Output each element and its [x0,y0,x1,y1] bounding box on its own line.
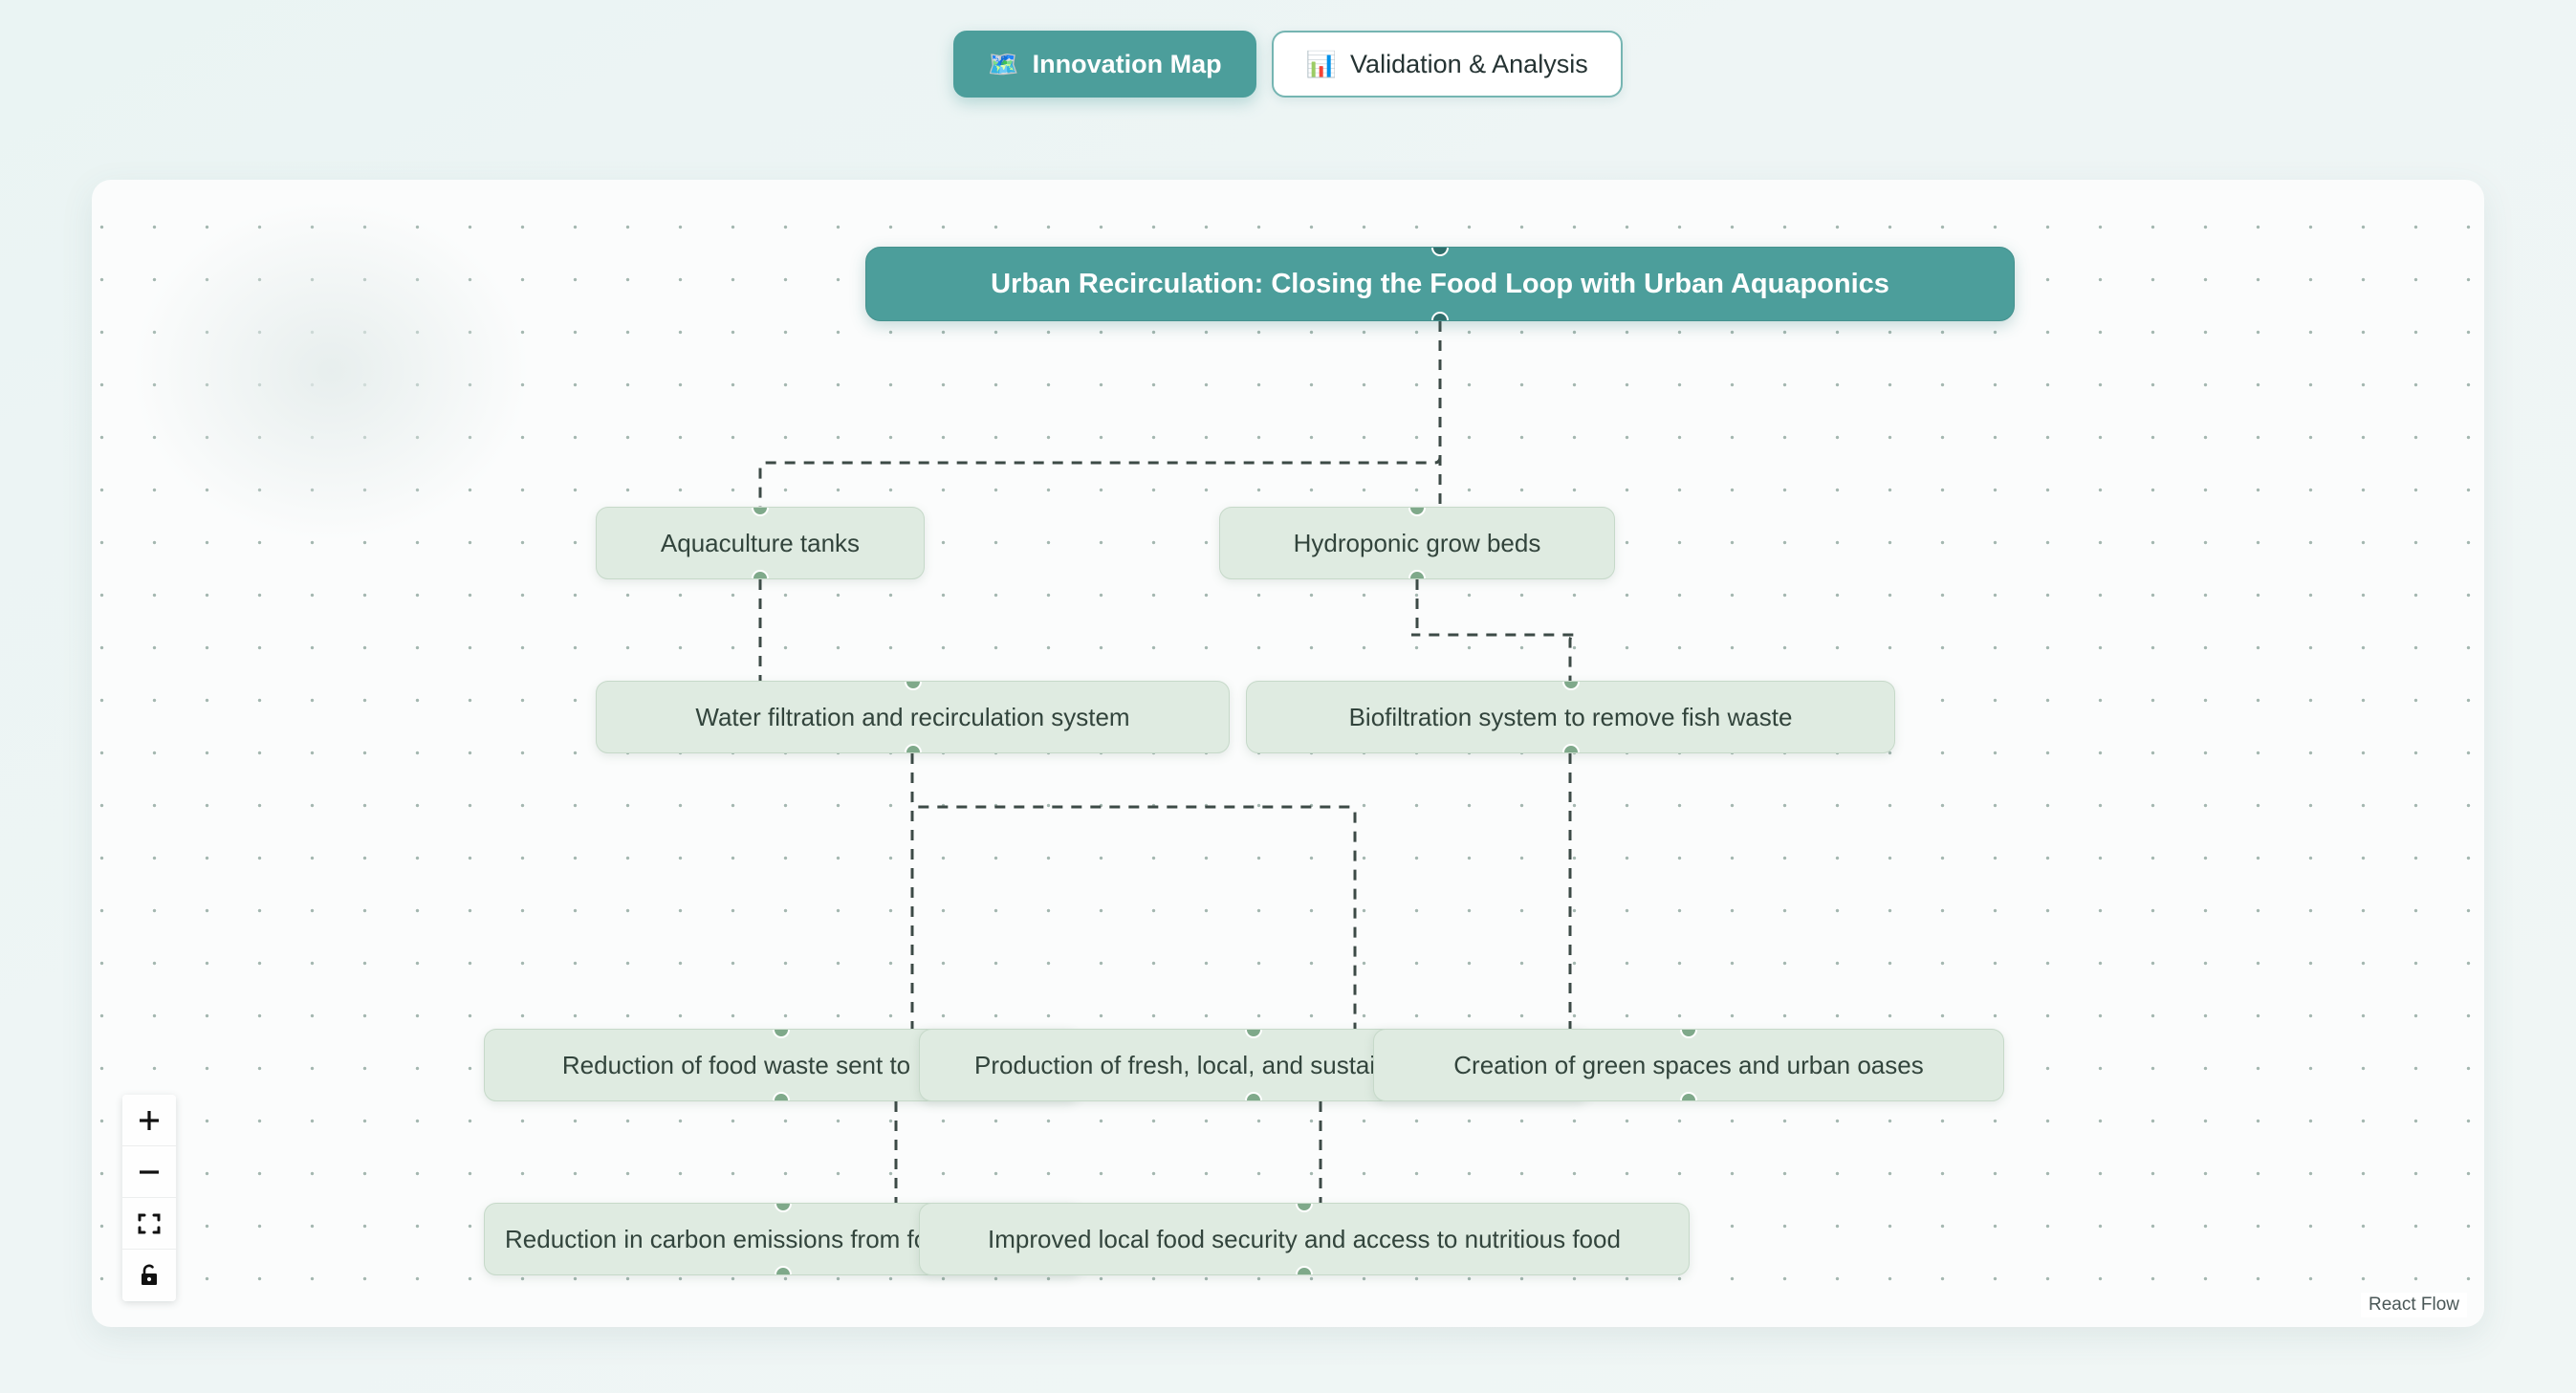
tab-innovation-map-label: Innovation Map [1032,49,1222,78]
flow-node-label: Hydroponic grow beds [1293,528,1541,557]
node-handle-target[interactable] [773,1030,790,1038]
zoom-out-button[interactable] [122,1146,176,1198]
flow-node-label: Improved local food security and access … [988,1224,1621,1253]
tab-validation-analysis-label: Validation & Analysis [1350,49,1588,78]
unlock-icon [138,1263,161,1288]
node-handle-target[interactable] [1431,248,1449,256]
node-handle-target[interactable] [1245,1030,1262,1038]
node-handle-target[interactable] [1296,1204,1313,1212]
edge[interactable] [910,753,1357,1029]
plus-icon [137,1108,162,1133]
flow-node[interactable]: Hydroponic grow beds [1219,507,1615,579]
zoom-in-button[interactable] [122,1095,176,1146]
react-flow-canvas[interactable]: Urban Recirculation: Closing the Food Lo… [92,180,2484,1327]
edge[interactable] [758,321,1442,507]
node-handle-source[interactable] [774,1266,792,1274]
node-handle-target[interactable] [752,508,769,516]
node-handle-source[interactable] [1296,1266,1313,1274]
node-handle-source[interactable] [1680,1092,1697,1100]
tab-innovation-map[interactable]: 🗺️ Innovation Map [953,31,1256,98]
flow-node[interactable]: Improved local food security and access … [919,1203,1690,1275]
node-handle-source[interactable] [773,1092,790,1100]
flow-viewport[interactable]: Urban Recirculation: Closing the Food Lo… [92,180,2484,1327]
node-handle-target[interactable] [1561,682,1580,690]
node-handle-source[interactable] [904,744,922,752]
fit-view-button[interactable] [122,1198,176,1250]
flow-node[interactable]: Urban Recirculation: Closing the Food Lo… [865,247,2015,321]
fit-view-icon [137,1211,162,1236]
tab-validation-analysis[interactable]: 📊 Validation & Analysis [1271,31,1623,98]
flow-node[interactable]: Aquaculture tanks [596,507,925,579]
flow-node-label: Biofiltration system to remove fish wast… [1348,702,1793,731]
react-flow-attribution[interactable]: React Flow [2360,1293,2467,1317]
node-handle-source[interactable] [1245,1092,1262,1100]
view-tab-bar: 🗺️ Innovation Map 📊 Validation & Analysi… [0,31,2576,98]
flow-node-label: Aquaculture tanks [660,528,861,557]
flow-node[interactable]: Creation of green spaces and urban oases [1373,1029,2004,1101]
bar-chart-icon: 📊 [1305,50,1338,78]
flow-node[interactable]: Biofiltration system to remove fish wast… [1246,681,1895,753]
node-handle-target[interactable] [1408,508,1426,516]
flow-controls-panel [122,1095,176,1301]
node-handle-target[interactable] [1680,1030,1697,1038]
toggle-interactivity-button[interactable] [122,1250,176,1301]
node-handle-source[interactable] [1561,744,1580,752]
node-handle-target[interactable] [904,682,922,690]
node-handle-target[interactable] [774,1204,792,1212]
flow-node-label: Urban Recirculation: Closing the Food Lo… [991,268,1889,299]
flow-node-label: Water filtration and recirculation syste… [695,702,1130,731]
flow-node-label: Creation of green spaces and urban oases [1453,1050,1924,1079]
minus-icon [137,1160,162,1185]
world-map-icon: 🗺️ [988,50,1019,78]
node-handle-source[interactable] [752,570,769,578]
edge-layer [758,321,1577,1203]
node-handle-source[interactable] [1408,570,1426,578]
edge[interactable] [1410,579,1577,681]
flow-node[interactable]: Water filtration and recirculation syste… [596,681,1230,753]
node-handle-source[interactable] [1431,312,1449,320]
